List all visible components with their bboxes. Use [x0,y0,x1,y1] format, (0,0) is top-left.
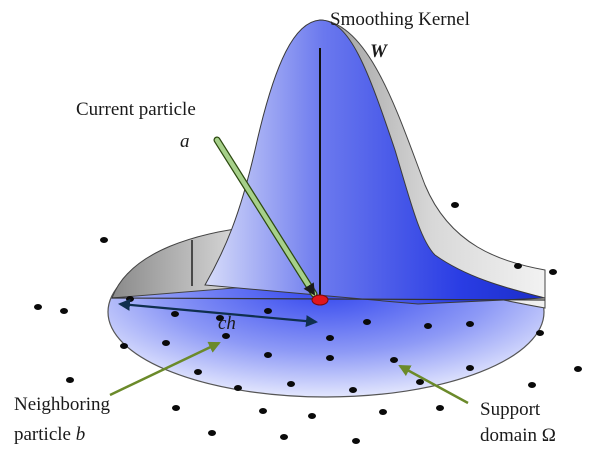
particle-dot [352,438,360,444]
particle-dot [287,381,295,387]
particle-dot [549,269,557,275]
neighboring-label-line1: Neighboring [14,394,111,415]
particle-dot [162,340,170,346]
particle-dot [280,434,288,440]
particle-dot [390,357,398,363]
particle-dot [536,330,544,336]
particle-dot [264,352,272,358]
particle-dot [234,385,242,391]
support-label-line1: Support [480,399,541,420]
particle-dot [126,296,134,302]
particle-dot [436,405,444,411]
particle-dot [424,323,432,329]
particle-dot [379,409,387,415]
support-domain-pointer [398,364,469,405]
particle-dot [326,355,334,361]
particle-dot [308,413,316,419]
neighboring-label-line2: particle b [14,423,85,447]
particle-dot [100,237,108,243]
particle-dot [120,343,128,349]
particle-dot [208,430,216,436]
support-label-line2: domain Ω [480,425,556,446]
current-particle-symbol: a [180,131,190,152]
particle-dot [466,365,474,371]
particle-dot [171,311,179,317]
current-particle-label: Current particle [76,99,196,120]
particle-dot [416,379,424,385]
particle-dot [264,308,272,314]
particle-dot [172,405,180,411]
neighboring-particle-pointer [109,341,221,397]
kernel-title: Smoothing Kernel [330,9,470,30]
particle-dot [349,387,357,393]
neighboring-label-text: particle [14,424,71,445]
particle-dot [466,321,474,327]
particle-dot [528,382,536,388]
kernel-bell-face [204,19,546,305]
particle-dot [194,369,202,375]
current-particle-dot [311,294,329,306]
particle-dot [574,366,582,372]
smoothing-length-arrow [118,298,318,328]
kernel-symbol: W [370,41,387,62]
neighboring-symbol: b [75,424,86,445]
particle-dot [451,202,459,208]
current-particle-pointer-fill [214,137,317,297]
particle-dot [363,319,371,325]
particle-dot [514,263,522,269]
particle-dot [222,333,230,339]
particle-dot [34,304,42,310]
particle-dot [60,308,68,314]
particle-dot [66,377,74,383]
smoothing-length-label: ch [218,313,236,334]
particle-dot [259,408,267,414]
domain-diameter-line [111,297,546,301]
particle-dot [326,335,334,341]
